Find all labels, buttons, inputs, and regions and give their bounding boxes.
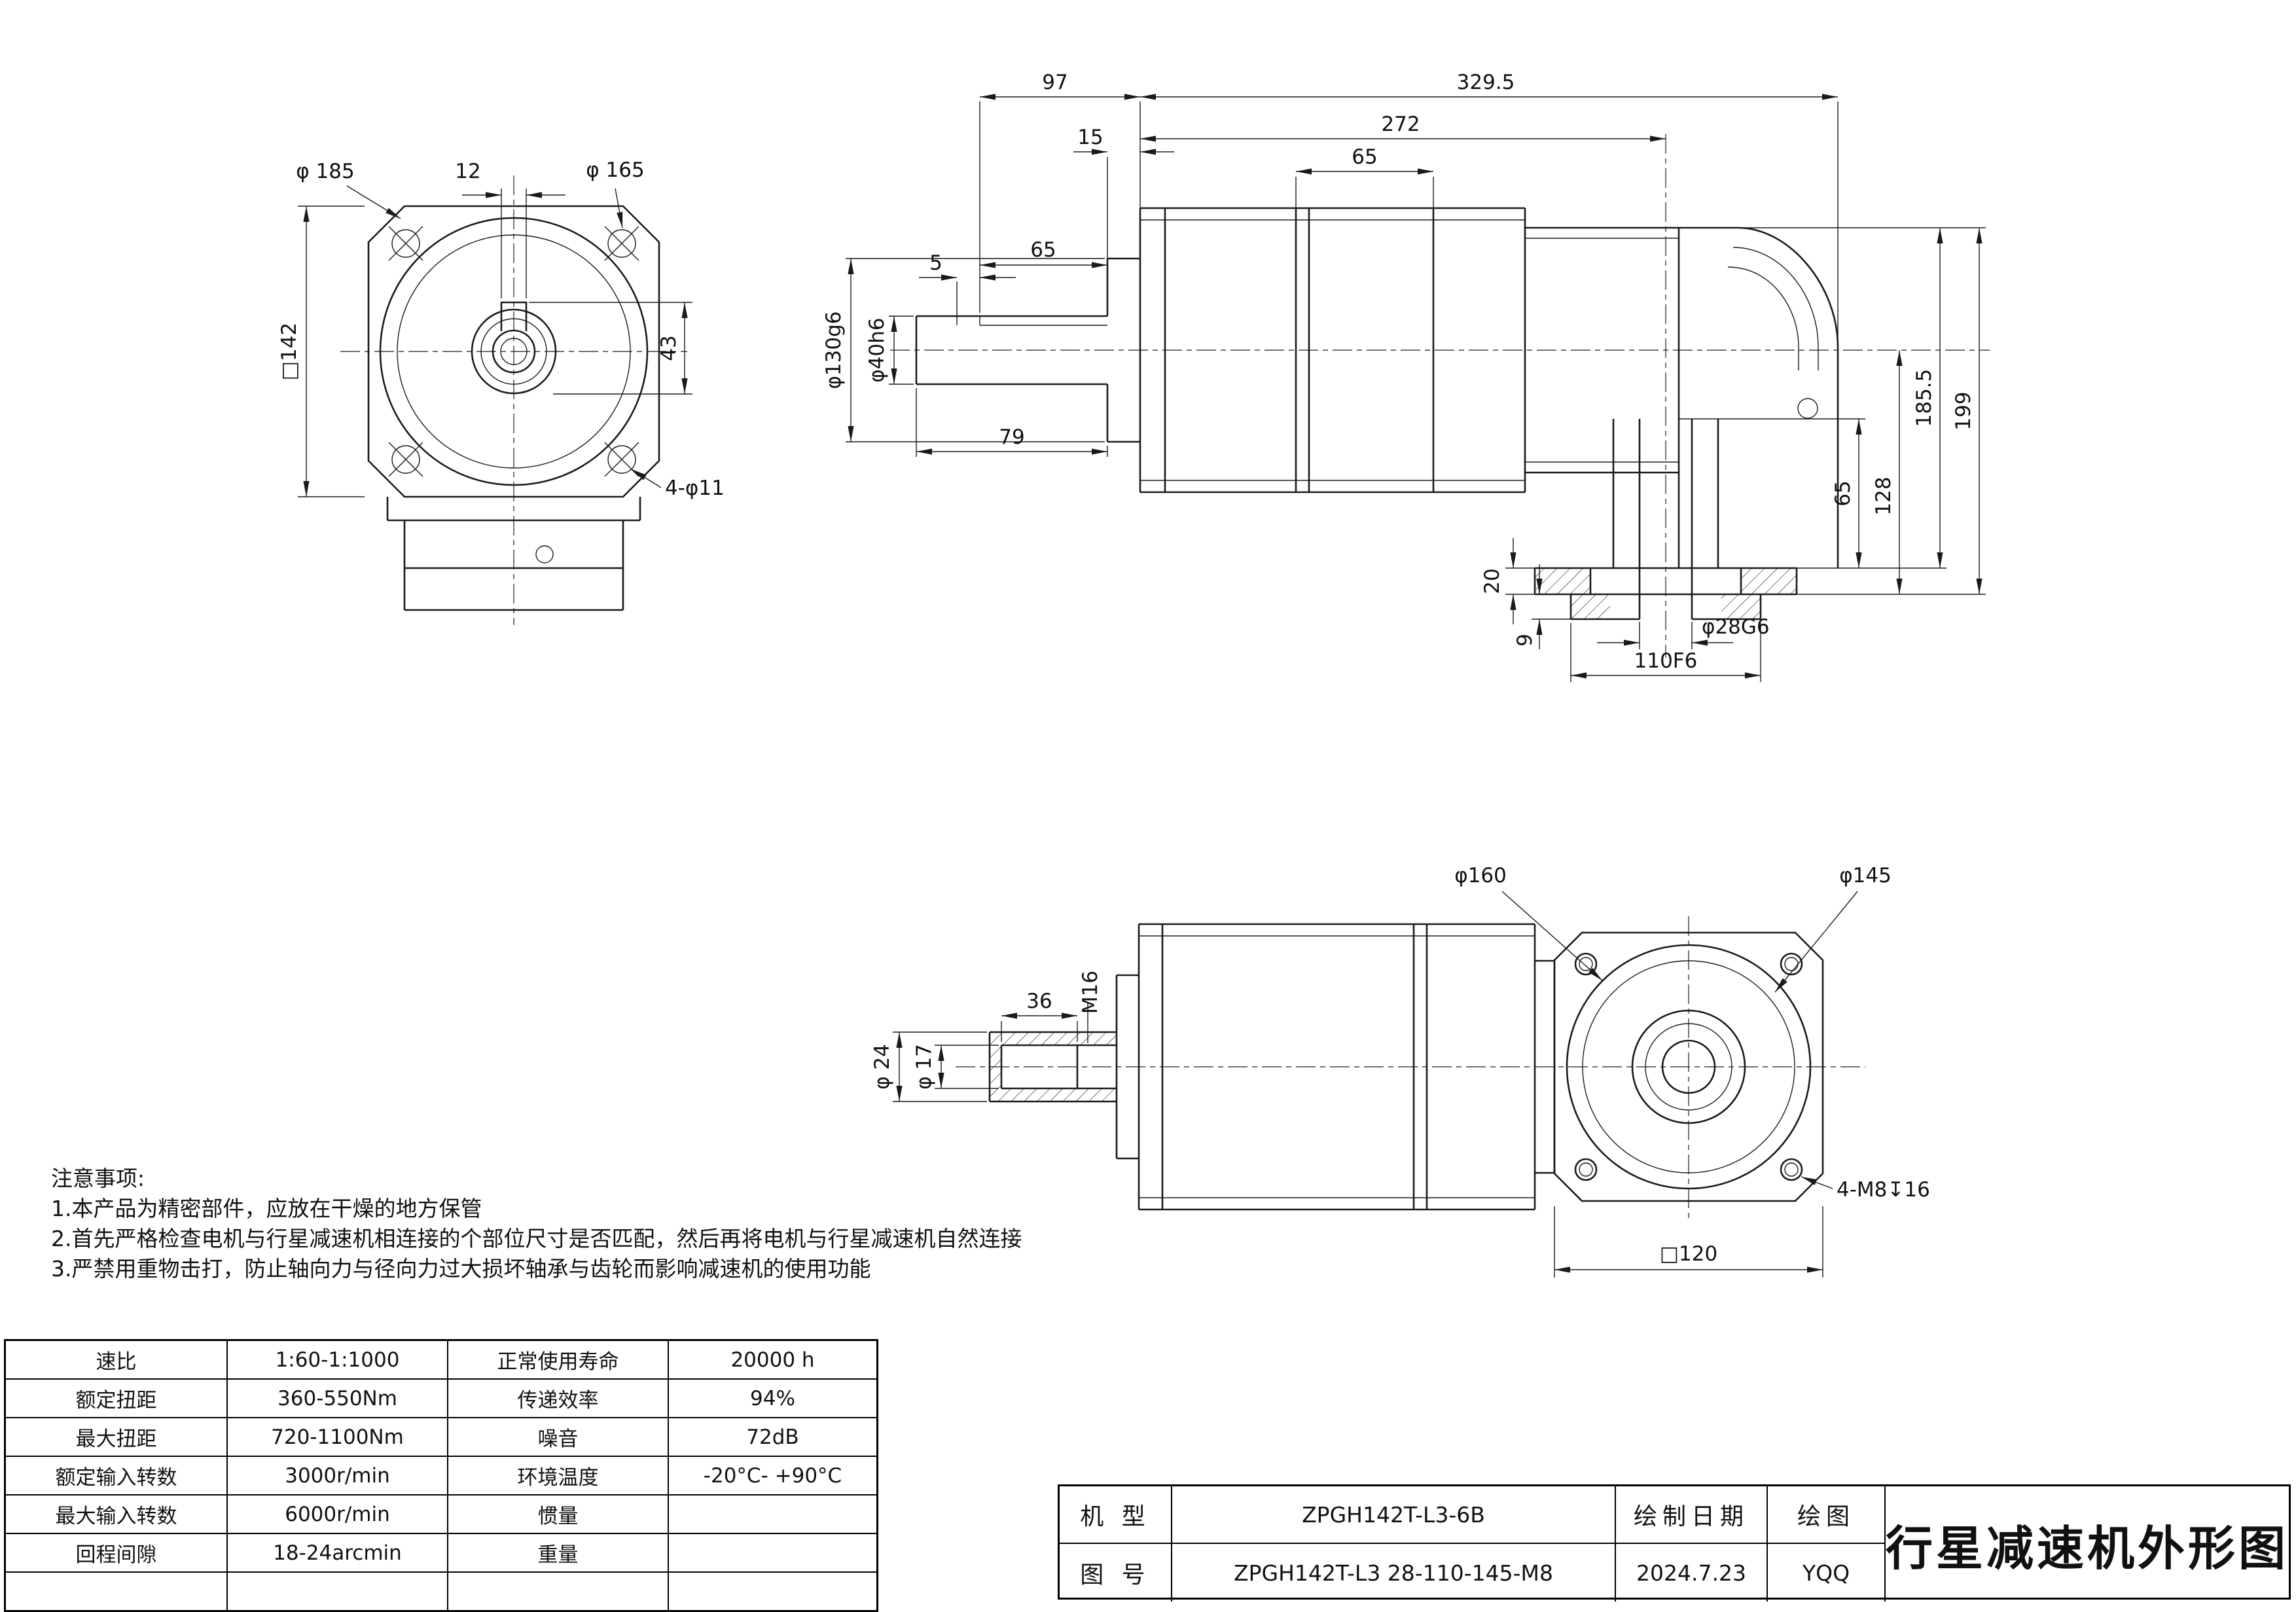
- dim-65-right: 65: [1831, 480, 1855, 506]
- dim-79: 79: [999, 425, 1024, 449]
- bottom-view-dimensions: 36 M16 φ 24 φ 17 φ160 φ145 4-M8↧16 □120: [870, 864, 1930, 1278]
- spec-value: 3000r/min: [226, 1456, 448, 1496]
- spec-param: 速比: [4, 1339, 228, 1380]
- spec-value: 72dB: [668, 1417, 878, 1457]
- title-block: 机 型 ZPGH142T-L3-6B 绘制日期 绘图 行星减速机外形图 图 号 …: [1058, 1484, 2291, 1602]
- spec-param: 最大输入转数: [4, 1494, 228, 1534]
- front-view-geometry: [340, 175, 687, 625]
- spec-value: 1:60-1:1000: [226, 1339, 448, 1380]
- spec-row: 最大输入转数 6000r/min 惯量: [4, 1494, 878, 1534]
- spec-param: 环境温度: [447, 1456, 669, 1496]
- spec-empty-cell: [668, 1571, 878, 1612]
- spec-value: 360-550Nm: [226, 1378, 448, 1418]
- note-line: 2.首先严格检查电机与行星减速机相连接的个部位尺寸是否匹配，然后再将电机与行星减…: [51, 1226, 1022, 1251]
- side-view-dimensions: 97 329.5 272 15 65 65 5: [822, 71, 1986, 682]
- dim-65-top: 65: [1352, 145, 1377, 169]
- note-line: 1.本产品为精密部件，应放在干燥的地方保管: [51, 1196, 482, 1221]
- spec-row: 额定输入转数 3000r/min 环境温度 -20°C- +90°C: [4, 1456, 878, 1496]
- dim-15: 15: [1077, 126, 1103, 149]
- spec-value: 94%: [668, 1378, 878, 1418]
- note-line: 3.严禁用重物击打，防止轴向力与径向力过大损坏轴承与齿轮而影响减速机的使用功能: [51, 1256, 871, 1281]
- dim-square142: □142: [278, 323, 301, 380]
- dim-128: 128: [1872, 476, 1895, 515]
- spec-table: 速比 1:60-1:1000 正常使用寿命 20000 h 额定扭距 360-5…: [4, 1339, 878, 1612]
- dim-185-5: 185.5: [1912, 369, 1936, 427]
- spec-value: 18-24arcmin: [226, 1533, 448, 1573]
- dim-phi40h6: φ40h6: [865, 317, 889, 382]
- dim-65-key: 65: [1030, 238, 1056, 262]
- dim-M16: M16: [1079, 971, 1102, 1014]
- dim-4M8: 4-M8↧16: [1837, 1178, 1930, 1202]
- dim-phi17: φ 17: [912, 1044, 936, 1090]
- spec-row: 回程间隙 18-24arcmin 重量: [4, 1533, 878, 1573]
- spec-empty-cell: [447, 1571, 669, 1612]
- dim-phi28G6: φ28G6: [1702, 615, 1770, 639]
- dim-43: 43: [657, 335, 681, 361]
- spec-value: 720-1100Nm: [226, 1417, 448, 1457]
- dim-272: 272: [1381, 113, 1420, 136]
- date-label: 绘制日期: [1616, 1486, 1768, 1544]
- spec-param: 噪音: [447, 1417, 669, 1457]
- spec-row: 额定扭距 360-550Nm 传递效率 94%: [4, 1378, 878, 1418]
- spec-value: [668, 1533, 878, 1573]
- dim-phi165: φ 165: [586, 158, 644, 182]
- dim-110F6: 110F6: [1634, 649, 1698, 673]
- spec-value: 6000r/min: [226, 1494, 448, 1534]
- drawn-by-value: YQQ: [1768, 1544, 1886, 1602]
- bottom-view-geometry: [956, 916, 1865, 1223]
- spec-param: 回程间隙: [4, 1533, 228, 1573]
- front-view: □142 12 φ 185 φ 165 43 4-φ11: [278, 158, 725, 625]
- spec-param: 最大扭距: [4, 1417, 228, 1457]
- spec-param: 惯量: [447, 1494, 669, 1534]
- spec-param: 重量: [447, 1533, 669, 1573]
- spec-empty-cell: [226, 1571, 448, 1612]
- sheet-title: 行星减速机外形图: [1886, 1522, 2289, 1575]
- drawn-label: 绘图: [1768, 1486, 1886, 1544]
- spec-empty-cell: [4, 1571, 228, 1612]
- spec-row: [4, 1571, 878, 1612]
- spec-param: 额定扭距: [4, 1378, 228, 1418]
- model-value: ZPGH142T-L3-6B: [1172, 1486, 1616, 1544]
- dim-phi160: φ160: [1454, 864, 1507, 887]
- spec-row: 最大扭距 720-1100Nm 噪音 72dB: [4, 1417, 878, 1457]
- spec-row: 速比 1:60-1:1000 正常使用寿命 20000 h: [4, 1339, 878, 1380]
- dim-phi130g6: φ130g6: [822, 311, 846, 389]
- drawing-no-value: ZPGH142T-L3 28-110-145-M8: [1172, 1544, 1616, 1602]
- notes-heading: 注意事项:: [51, 1166, 145, 1191]
- spec-value: 20000 h: [668, 1339, 878, 1380]
- spec-param: 传递效率: [447, 1378, 669, 1418]
- notes-block: 注意事项: 1.本产品为精密部件，应放在干燥的地方保管 2.首先严格检查电机与行…: [51, 1164, 1022, 1284]
- bottom-view: 36 M16 φ 24 φ 17 φ160 φ145 4-M8↧16 □120: [870, 864, 1930, 1278]
- front-view-dimensions: □142 12 φ 185 φ 165 43 4-φ11: [278, 158, 725, 500]
- dim-9: 9: [1513, 634, 1537, 647]
- dim-phi145: φ145: [1839, 864, 1892, 887]
- side-view-geometry: [890, 134, 1990, 658]
- dim-phi185: φ 185: [296, 160, 354, 183]
- dim-329-5: 329.5: [1457, 71, 1515, 94]
- dim-97: 97: [1042, 71, 1067, 94]
- model-label: 机 型: [1060, 1486, 1172, 1544]
- spec-param: 额定输入转数: [4, 1456, 228, 1496]
- dim-phi24: φ 24: [870, 1044, 894, 1090]
- date-value: 2024.7.23: [1616, 1544, 1768, 1602]
- dim-key-width: 12: [455, 160, 480, 183]
- dim-36: 36: [1026, 990, 1052, 1013]
- spec-value: -20°C- +90°C: [668, 1456, 878, 1496]
- side-view: 97 329.5 272 15 65 65 5: [822, 71, 1990, 682]
- dim-199: 199: [1952, 391, 1975, 430]
- dim-20: 20: [1480, 568, 1504, 594]
- dim-corner-holes: 4-φ11: [665, 476, 725, 500]
- spec-value: [668, 1494, 878, 1534]
- dim-square120: □120: [1660, 1242, 1717, 1266]
- spec-param: 正常使用寿命: [447, 1339, 669, 1380]
- drawing-no-label: 图 号: [1060, 1544, 1172, 1602]
- dim-5: 5: [929, 251, 942, 275]
